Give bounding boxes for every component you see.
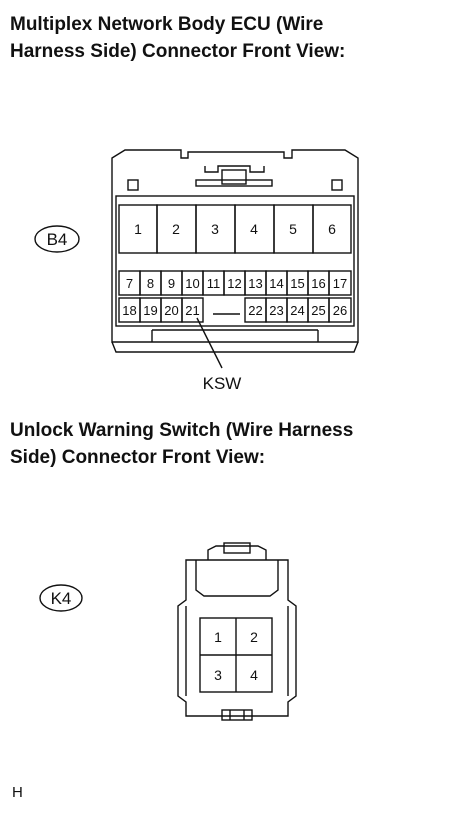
switch-pin-label: 4 (250, 667, 258, 683)
ecu-lock-latch (221, 169, 247, 185)
ecu-pin-label: 14 (269, 276, 283, 291)
ecu-pin-cell (181, 297, 204, 323)
ecu-pin-label: 21 (185, 303, 199, 318)
switch-lock-tab (207, 545, 267, 560)
ecu-pin-label: 20 (164, 303, 178, 318)
switch-bottom-key (221, 709, 253, 721)
ecu-pin-label: 5 (289, 221, 297, 237)
switch-connector-code-badge (39, 584, 83, 612)
ecu-pin-label: 15 (290, 276, 304, 291)
ecu-pin-label: 18 (122, 303, 136, 318)
switch-lock-latch (223, 542, 251, 554)
ecu-pin-label: 1 (134, 221, 142, 237)
ecu-pin-cell (328, 297, 352, 323)
ecu-pin-label: 23 (269, 303, 283, 318)
ecu-connector-title: Multiplex Network Body ECU (Wire Harness… (10, 14, 346, 62)
switch-connector-title: Unlock Warning Switch (Wire Harness Side… (10, 420, 354, 468)
ecu-pin-label: 25 (311, 303, 325, 318)
ksw-callout-leader (196, 317, 223, 369)
ecu-lock-tab (204, 165, 265, 173)
ecu-pin-label: 4 (250, 221, 258, 237)
switch-pin-label: 1 (214, 629, 222, 645)
ksw-callout-label: KSW (203, 374, 242, 393)
switch-connector: K4 1 2 3 4 (39, 542, 297, 721)
ecu-connector-housing (111, 149, 359, 343)
ecu-pin-label: 9 (168, 276, 175, 291)
ecu-key-right (331, 179, 343, 191)
ecu-lock-rail (195, 179, 273, 187)
switch-pin-label: 2 (250, 629, 258, 645)
ecu-pin-label: 8 (147, 276, 154, 291)
ecu-pin-label: 16 (311, 276, 325, 291)
switch-connector-code: K4 (51, 589, 72, 608)
ecu-pin-label: 13 (248, 276, 262, 291)
ecu-connector-code: B4 (47, 230, 68, 249)
ecu-pin-label: 24 (290, 303, 304, 318)
ecu-pin-label: 12 (227, 276, 241, 291)
ecu-pin-label: 2 (172, 221, 180, 237)
ecu-connector: B4 1 2 3 4 5 6 (34, 149, 359, 393)
switch-housing (177, 559, 297, 717)
ecu-middle-row: 7 8 9 10 11 12 13 14 15 16 17 (118, 270, 352, 296)
ecu-pin-label: 26 (333, 303, 347, 318)
ecu-pin-cell (312, 204, 352, 254)
ecu-pin-label: 22 (248, 303, 262, 318)
ecu-pin-label: 6 (328, 221, 336, 237)
ecu-top-row: 1 2 3 4 5 6 (118, 204, 352, 254)
switch-pin-label: 3 (214, 667, 222, 683)
ecu-key-left (127, 179, 139, 191)
ecu-bottom-row: 18 19 20 21 22 23 24 25 26 (118, 297, 352, 323)
switch-side-rails (185, 606, 289, 696)
footer-code: H (12, 784, 23, 801)
switch-inner-shoulder (195, 560, 279, 597)
ecu-pin-label: 17 (333, 276, 347, 291)
ecu-pin-label: 3 (211, 221, 219, 237)
ecu-inner-frame (115, 195, 355, 327)
ecu-pin-label: 11 (207, 276, 221, 291)
ecu-pin-label: 7 (126, 276, 133, 291)
ecu-pin-label: 19 (143, 303, 157, 318)
ecu-connector-skirt (111, 341, 359, 353)
ecu-connector-code-badge (34, 225, 80, 253)
ecu-pin-label: 10 (185, 276, 199, 291)
ecu-pin-cell (328, 270, 352, 296)
